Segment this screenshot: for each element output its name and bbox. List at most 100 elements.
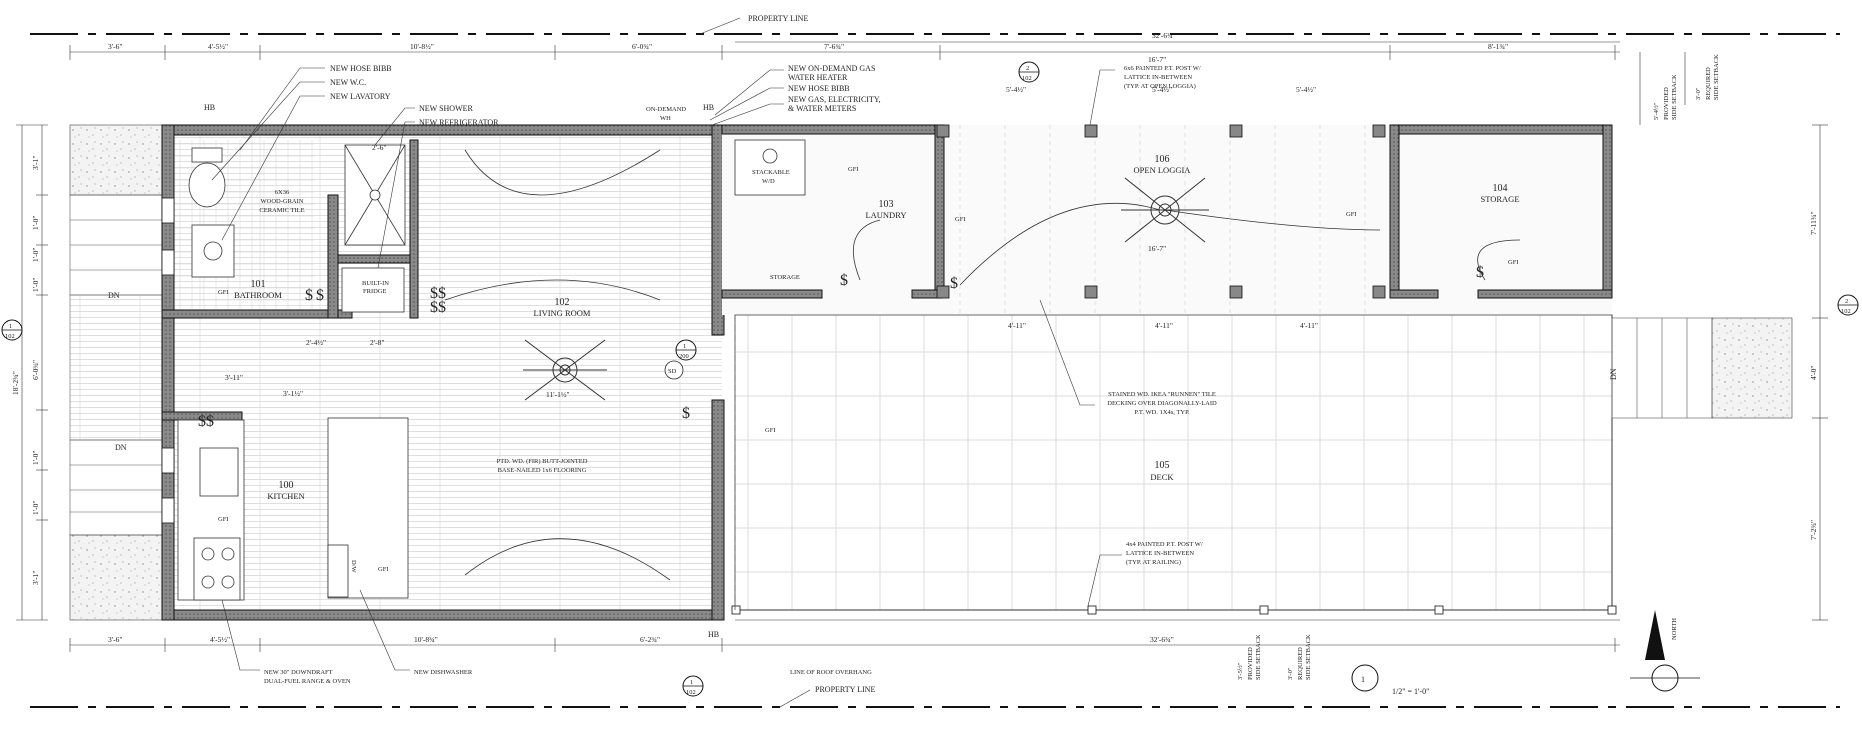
room-105-num: 105 [1155,460,1170,471]
property-line-label-top: PROPERTY LINE [748,14,808,23]
dim-left-1: 3'-1" [31,156,40,170]
built-in-label: BUILT-IN [362,280,389,287]
svg-text:$: $ [438,299,446,316]
dim-inner-11: 2'-6" [372,143,386,152]
north-label: NORTH [1671,618,1678,640]
ceiling-fan-living [523,339,607,401]
setback-required-top: 3'-0" [1695,87,1702,100]
room-102-num: 102 [555,297,570,308]
note-hb-3: HB [708,630,719,639]
note-hose-bibb: NEW HOSE BIBB [330,64,392,73]
note-deck-1: STAINED WD. IKEA "RUNNEN" TILE [1108,391,1216,398]
dim-inner-4: 5'-4½" [1296,85,1316,94]
note-dishwasher: NEW DISHWASHER [414,669,473,676]
dim-inner-3: 5'-4½" [1152,85,1172,94]
note-deck-3: P.T. WD. 1X4s, TYP. [1134,409,1190,416]
setback-provided-bottom-label: PROVIDED [1247,647,1254,680]
svg-text:$: $ [682,405,690,422]
deck-railing [735,315,1613,611]
dim-inner-7: 4'-11" [1155,321,1173,330]
section-right-sheet: 102 [1841,308,1851,315]
top-dimensions [69,41,1620,60]
note-shower: NEW SHOWER [419,104,474,113]
svg-text:$: $ [430,299,438,316]
dim-bottom-4: 6'-2¾" [640,635,660,644]
scale-marker [1351,664,1379,692]
callout-leaders [211,67,1122,671]
dim-inner-5: 11'-1½" [546,390,570,399]
dim-inner-12: 3'-11" [225,373,243,382]
dim-inner-8: 4'-11" [1300,321,1318,330]
dim-inner-6: 4'-11" [1008,321,1026,330]
note-meters-2: & WATER METERS [788,104,856,113]
dw-label: D/W [350,560,357,574]
concrete-pad-bottom-left [69,534,163,621]
concrete-pad-top-left [69,124,163,196]
dim-bottom-2: 4'-5½" [210,635,230,644]
setback-required-label: REQUIRED [1705,67,1712,100]
section-bottom-sheet: 102 [686,689,696,696]
dim-inner-9: 2'-8" [370,338,384,347]
dim-left-total: 18'-2¾" [11,371,20,395]
loggia-floor [722,125,1612,315]
stackable-wd [734,139,806,196]
dim-bottom-1: 3'-6" [108,635,122,644]
room-labels: 101 BATHROOM 100 KITCHEN 102 LIVING ROOM… [234,154,1519,501]
setback-provided-side: SIDE SETBACK [1671,74,1678,120]
dim-bottom-3: 10'-8¾" [414,635,438,644]
dim-left-4: 1'-0" [31,278,40,292]
dn-label-right: DN [1609,368,1618,380]
room-103-num: 103 [879,199,894,210]
room-106-num: 106 [1155,154,1170,165]
gfi-loggia-2: GFI [1346,211,1356,218]
section-mark-bottom [682,675,704,697]
setback-required-bottom-label: REQUIRED [1297,647,1304,680]
note-meters-1: NEW GAS, ELECTRICITY, [788,95,881,104]
right-stair [1611,317,1713,419]
note-refrigerator: NEW REFRIGERATOR [419,118,499,127]
switch-symbols: $ $ $ $ $ $ $ $ $ $ $ $ [198,264,1484,430]
setback-provided-label: PROVIDED [1663,87,1670,120]
concrete-pad-right [1711,317,1793,419]
dim-top-5: 7'-6¾" [824,42,844,51]
room-101-name: BATHROOM [234,290,282,300]
section-left-num: 1 [9,323,12,330]
note-tile-1: 6X36 [275,189,290,196]
range-oven [193,537,241,601]
note-lavatory: NEW LAVATORY [330,92,391,101]
stackable-label: STACKABLE [752,169,790,176]
room-100-name: KITCHEN [267,491,304,501]
dim-top-2: 4'-5½" [208,42,228,51]
gfi-laundry: GFI [848,166,858,173]
svg-text:$: $ [305,287,313,304]
loggia-posts [936,124,1386,299]
section-mark-right [1837,294,1859,316]
room-100-num: 100 [279,480,294,491]
dn-label-lower: DN [115,443,127,452]
room-104-name: STORAGE [1480,194,1519,204]
property-line-label-bottom: PROPERTY LINE [815,685,875,694]
fridge-label: FRIDGE [363,288,387,295]
dim-left-8: 3'-1" [31,571,40,585]
svg-text:$: $ [316,287,324,304]
section-mark-center [675,339,697,361]
section-mark-left [1,319,23,341]
storage-walls [1389,124,1613,299]
note-deck-2: DECKING OVER DIAGONALLY-LAID [1107,400,1217,407]
wd-label: W/D [762,178,775,185]
setback-provided-bottom: 3'-5½" [1237,662,1244,680]
note-post-1: 6x6 PAINTED P.T. POST W/ [1124,65,1201,72]
room-103-name: LAUNDRY [865,210,906,220]
note-tile-3: CERAMIC TILE [259,207,304,214]
dim-right-2: 4'-0" [1809,366,1818,380]
svg-text:$: $ [1476,264,1484,281]
smoke-detector [664,360,684,380]
section-right-num: 2 [1845,298,1848,305]
section-top-num: 2 [1026,65,1029,72]
storage-small-label: STORAGE [770,274,800,281]
dim-left-5: 6'-0¾" [31,360,40,380]
right-dimensions [1812,124,1828,621]
note-ondemand: ON-DEMAND [646,106,686,113]
shower [344,144,406,246]
